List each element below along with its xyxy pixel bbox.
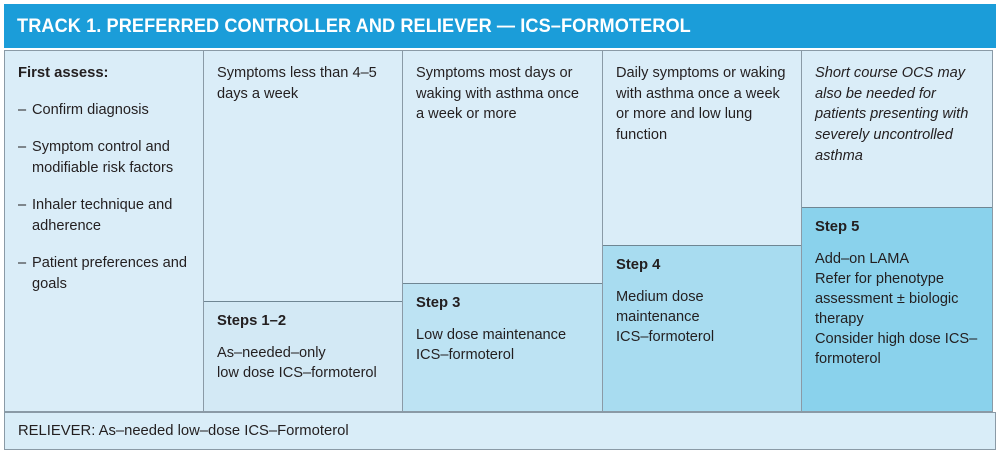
step-box-step-3: Step 3 Low dose maintenance ICS–formoter… (403, 283, 602, 411)
criteria-text-ocs-note: Short course OCS may also be needed for … (815, 65, 969, 164)
first-assess-list: – Confirm diagnosis – Symptom control an… (18, 100, 191, 294)
list-item: – Symptom control and modifiable risk fa… (18, 137, 191, 178)
chart-header-bar: TRACK 1. PREFERRED CONTROLLER AND RELIEV… (4, 4, 996, 48)
column-step-4: Daily symptoms or waking with asthma onc… (602, 50, 802, 412)
step-label: Steps 1–2 (217, 313, 287, 329)
list-item-label: Inhaler technique and adherence (32, 197, 173, 234)
criteria-text: Symptoms most days or waking with asthma… (416, 65, 580, 123)
column-step-5: Short course OCS may also be needed for … (801, 50, 993, 412)
dash-bullet: – (18, 197, 27, 214)
chart-title: TRACK 1. PREFERRED CONTROLLER AND RELIEV… (17, 14, 691, 37)
criteria-cell: Short course OCS may also be needed for … (802, 51, 992, 207)
chart-columns: First assess: – Confirm diagnosis – Symp… (4, 50, 996, 412)
column-step-3: Symptoms most days or waking with asthma… (402, 50, 603, 412)
column-steps-1-2: Symptoms less than 4–5 days a week Steps… (203, 50, 403, 412)
dash-bullet: – (18, 139, 27, 156)
step-label: Step 5 (815, 219, 860, 235)
criteria-cell: Daily symptoms or waking with asthma onc… (603, 51, 801, 245)
list-item: – Patient preferences and goals (18, 253, 191, 294)
dash-bullet: – (18, 255, 27, 272)
dash-bullet: – (18, 102, 27, 118)
list-item-label: Patient preferences and goals (32, 255, 187, 292)
reliever-text: RELIEVER: As–needed low–dose ICS–Formote… (18, 423, 349, 439)
criteria-text: Daily symptoms or waking with asthma onc… (616, 65, 786, 144)
reliever-footer: RELIEVER: As–needed low–dose ICS–Formote… (4, 412, 996, 450)
list-item: – Confirm diagnosis (18, 100, 191, 120)
list-item: – Inhaler technique and adherence (18, 195, 191, 236)
first-assess-cell: First assess: – Confirm diagnosis – Symp… (5, 51, 203, 411)
list-item-label: Confirm diagnosis (32, 102, 149, 118)
criteria-text: Symptoms less than 4–5 days a week (217, 65, 377, 102)
step-body: Low dose maintenance ICS–formoterol (416, 327, 567, 363)
list-item-label: Symptom control and modifiable risk fact… (32, 139, 174, 176)
step-label: Step 3 (416, 295, 461, 311)
column-first-assess: First assess: – Confirm diagnosis – Symp… (4, 50, 204, 412)
criteria-cell: Symptoms less than 4–5 days a week (204, 51, 402, 301)
step-label: Step 4 (616, 257, 661, 273)
criteria-cell: Symptoms most days or waking with asthma… (403, 51, 602, 283)
first-assess-title: First assess: (18, 65, 109, 81)
